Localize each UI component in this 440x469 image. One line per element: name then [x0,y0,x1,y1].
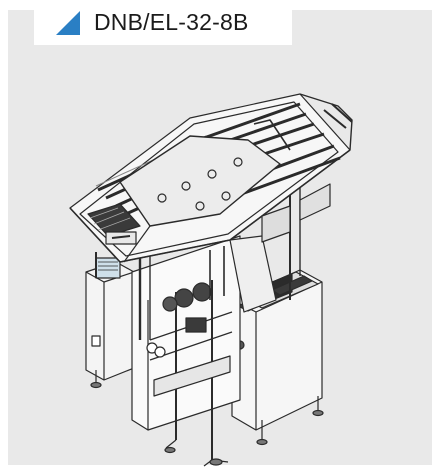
triangle-accent-icon [56,10,80,35]
model-label: DNB/EL-32-8B [94,9,249,35]
left-cabinet [85,257,135,389]
model-label-tab: DNB/EL-32-8B [34,0,292,45]
top-conveyor [69,93,353,278]
